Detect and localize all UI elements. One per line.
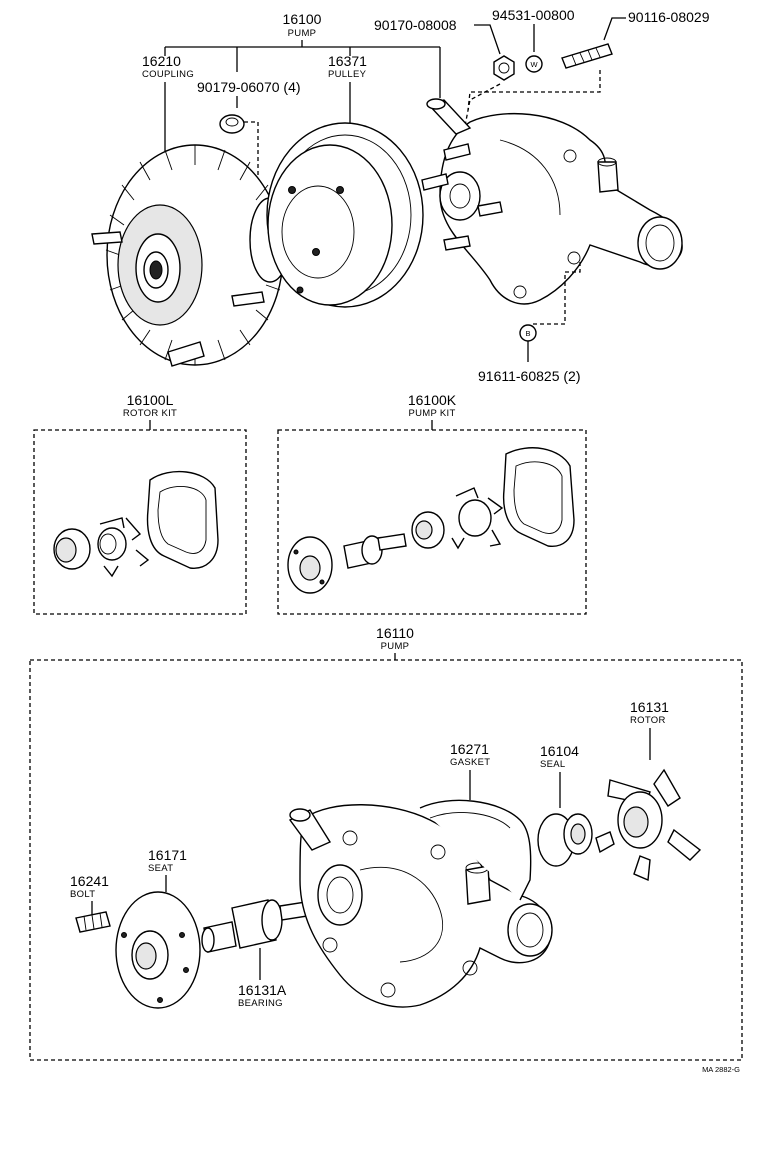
bolt-name: BOLT: [70, 889, 95, 900]
bolt-part: [75, 911, 111, 933]
stud-number: 90116-08029: [628, 9, 710, 25]
rotor-number: 16131: [630, 699, 669, 715]
seat-number: 16171: [148, 847, 187, 863]
rotor-part: [595, 768, 702, 882]
rotor-kit-name: ROTOR KIT: [123, 408, 177, 419]
bearing-name: BEARING: [238, 998, 283, 1009]
rotor-kit-gasket: [146, 470, 219, 569]
rotor-kit-rotor: [97, 517, 150, 578]
pulley-number: 16371: [328, 53, 367, 69]
pulley-name: PULLEY: [328, 69, 367, 80]
washer-number: 94531-00800: [492, 7, 575, 23]
coupling-number: 16210: [142, 53, 181, 69]
seal-number: 16104: [540, 743, 579, 759]
water-pump-body-top: [421, 98, 683, 305]
pump-sub-box: [29, 659, 743, 1061]
seal-name: SEAL: [540, 759, 566, 770]
rotor-kit-box: [33, 429, 247, 615]
gasket-name: GASKET: [450, 757, 490, 768]
pump-kit-bearing: [343, 533, 407, 569]
nut-number: 90170-08008: [374, 17, 457, 33]
rotor-kit-number: 16100L: [127, 392, 174, 408]
pump-kit-gasket: [502, 447, 575, 547]
bearing-part: [201, 899, 321, 953]
pump-assy-name: PUMP: [288, 28, 317, 39]
pump-sub-name: PUMP: [381, 641, 410, 652]
pump-kit-rotor: [451, 487, 504, 550]
fan-coupling-part: [91, 144, 291, 367]
washer-symbol: W: [525, 55, 543, 73]
bolt-b-symbol-label: B: [525, 329, 530, 338]
coupling-bolt-part: [219, 114, 245, 134]
seat-part: [115, 891, 201, 1009]
rotor-kit-seal: [53, 528, 91, 570]
stud-part: [561, 43, 613, 69]
bearing-number: 16131A: [238, 982, 287, 998]
pump-assy-number: 16100: [283, 11, 322, 27]
washer-symbol-label: W: [530, 60, 538, 69]
bolt-b-symbol: B: [519, 324, 537, 362]
seat-name: SEAT: [148, 863, 173, 874]
pump-kit-number: 16100K: [408, 392, 457, 408]
coupling-name: COUPLING: [142, 69, 194, 80]
seal-part: [537, 813, 593, 867]
pump-kit-name: PUMP KIT: [408, 408, 455, 419]
pump-kit-seat: [287, 536, 333, 594]
pump-assy-leader: [164, 40, 441, 98]
bolt-number: 16241: [70, 873, 109, 889]
pump-kit-seal: [411, 511, 445, 549]
figure-reference: MA 2882-G: [702, 1065, 740, 1074]
nut-part: [493, 55, 515, 81]
pump-kit-box: [277, 429, 587, 615]
gasket-number: 16271: [450, 741, 489, 757]
pump-body-part: [288, 804, 553, 1008]
pulley-part: [266, 122, 424, 308]
coupling-bolt-number: 90179-06070 (4): [197, 79, 301, 95]
gasket-part: [419, 799, 532, 901]
pump-sub-number: 16110: [376, 625, 414, 641]
bolt-b-number: 91611-60825 (2): [478, 368, 580, 384]
rotor-name: ROTOR: [630, 715, 666, 726]
